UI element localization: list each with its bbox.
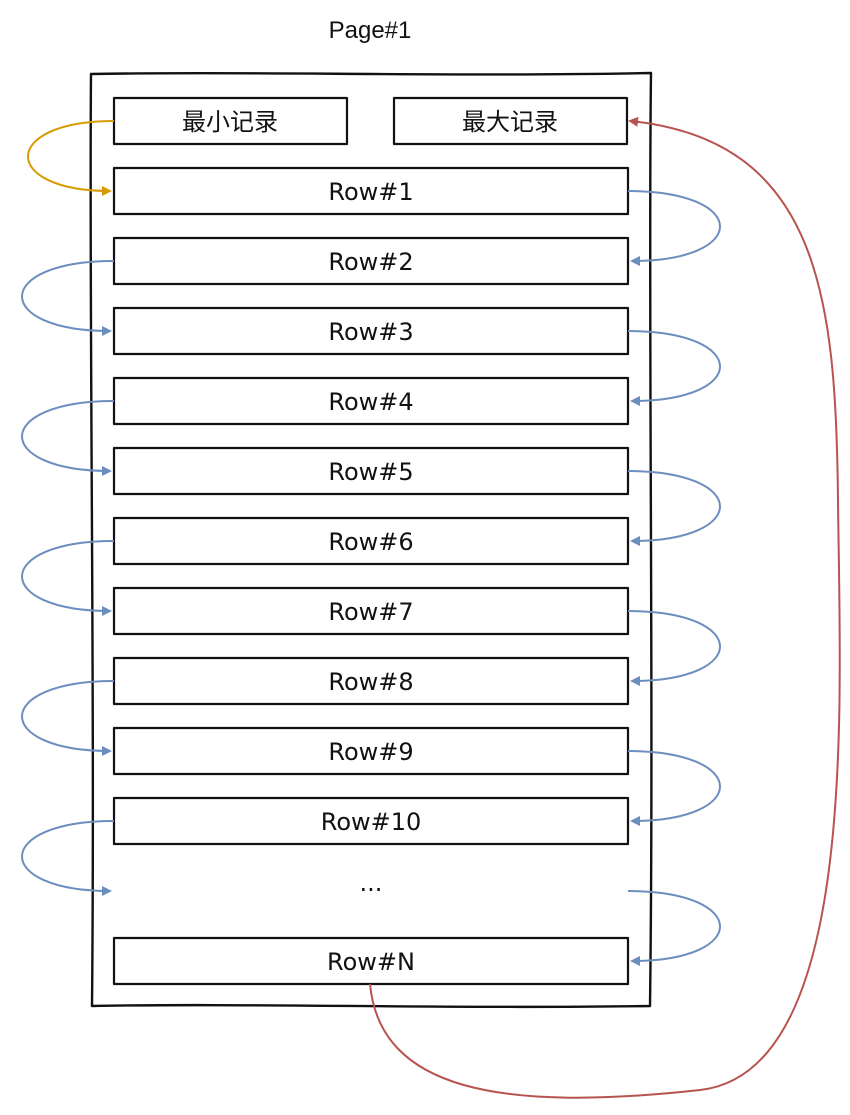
start-link-arrow	[27, 120, 115, 196]
row-link-arrow	[627, 470, 721, 546]
row-list: Row#1Row#2Row#3Row#4Row#5Row#6Row#7Row#8…	[112, 166, 630, 986]
row-box	[112, 656, 630, 706]
row-link-arrow	[21, 400, 115, 476]
row-box	[112, 166, 630, 216]
row-box	[112, 586, 630, 636]
min-record-box	[112, 96, 349, 146]
row-box	[112, 796, 630, 846]
row-label: Row#6	[328, 528, 413, 556]
row-box	[112, 236, 630, 286]
row-link-arrow	[627, 190, 721, 266]
row-label: Row#8	[328, 668, 413, 696]
row-label: Row#2	[328, 248, 413, 276]
row-box	[112, 376, 630, 426]
row-label: Row#1	[328, 178, 413, 206]
row-ellipsis: ...	[360, 869, 383, 897]
row-link-arrow	[627, 610, 721, 686]
row-box	[112, 936, 630, 986]
row-link-arrow	[627, 750, 721, 826]
row-box	[112, 726, 630, 776]
row-box	[112, 516, 630, 566]
min-record-label: 最小记录	[182, 108, 278, 136]
row-label: Row#4	[328, 388, 413, 416]
row-link-arrow	[627, 890, 721, 966]
row-link-arrow	[627, 330, 721, 406]
max-record-label: 最大记录	[462, 108, 558, 136]
row-link-arrow	[21, 680, 115, 756]
row-link-arrow	[21, 260, 115, 336]
page-title: Page#1	[329, 17, 412, 44]
row-link-arrow	[21, 820, 115, 896]
row-label: Row#9	[328, 738, 413, 766]
max-record-box	[392, 96, 629, 146]
row-link-arrow	[21, 540, 115, 616]
row-label: Row#7	[328, 598, 413, 626]
row-label: Row#N	[327, 948, 415, 976]
row-label: Row#10	[321, 808, 422, 836]
end-link-arrow	[369, 116, 841, 1099]
row-links	[21, 190, 721, 966]
row-label: Row#3	[328, 318, 413, 346]
page-frame	[89, 71, 653, 1009]
row-label: Row#5	[328, 458, 413, 486]
